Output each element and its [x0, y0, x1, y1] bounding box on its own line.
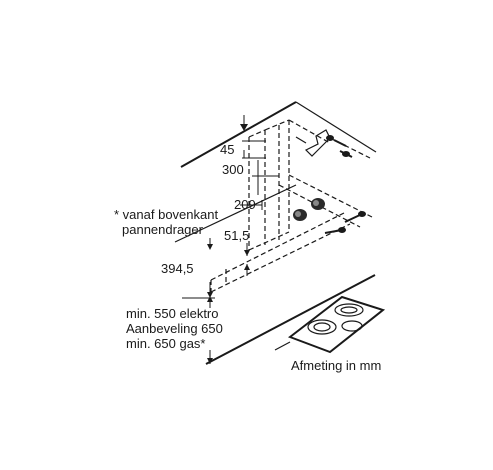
worktop — [205, 274, 376, 365]
min-line2: Aanbeveling 650 — [126, 321, 223, 336]
upper-bracket — [295, 129, 371, 159]
dim-300 — [252, 160, 279, 195]
screw-icon — [344, 211, 366, 223]
dim-51-5-label: 51,5 — [224, 228, 249, 243]
cooktop-icon — [287, 295, 386, 354]
wall-plug-icon — [293, 209, 307, 221]
chimney-outline — [210, 119, 373, 293]
dim-209-label: 209 — [234, 197, 256, 212]
dim-45-label: 45 — [220, 142, 234, 157]
min-line3: min. 650 gas* — [126, 336, 206, 351]
footnote-line1: * vanaf bovenkant — [114, 207, 218, 222]
min-line1: min. 550 elektro — [126, 306, 219, 321]
wall-plug-icon — [311, 198, 325, 210]
dim-51-5 — [244, 243, 250, 276]
dim-209 — [240, 200, 263, 210]
units-label: Afmeting in mm — [291, 358, 381, 373]
screw-icon — [324, 227, 346, 234]
dim-300-label: 300 — [222, 162, 244, 177]
footnote-line2: pannendrager — [122, 222, 204, 237]
screw-icon — [339, 150, 353, 158]
ceiling-plane — [180, 101, 377, 168]
dim-394-5-label: 394,5 — [161, 261, 194, 276]
wall-line — [174, 184, 297, 243]
screw-icon — [326, 135, 347, 147]
dim-45 — [240, 115, 266, 159]
